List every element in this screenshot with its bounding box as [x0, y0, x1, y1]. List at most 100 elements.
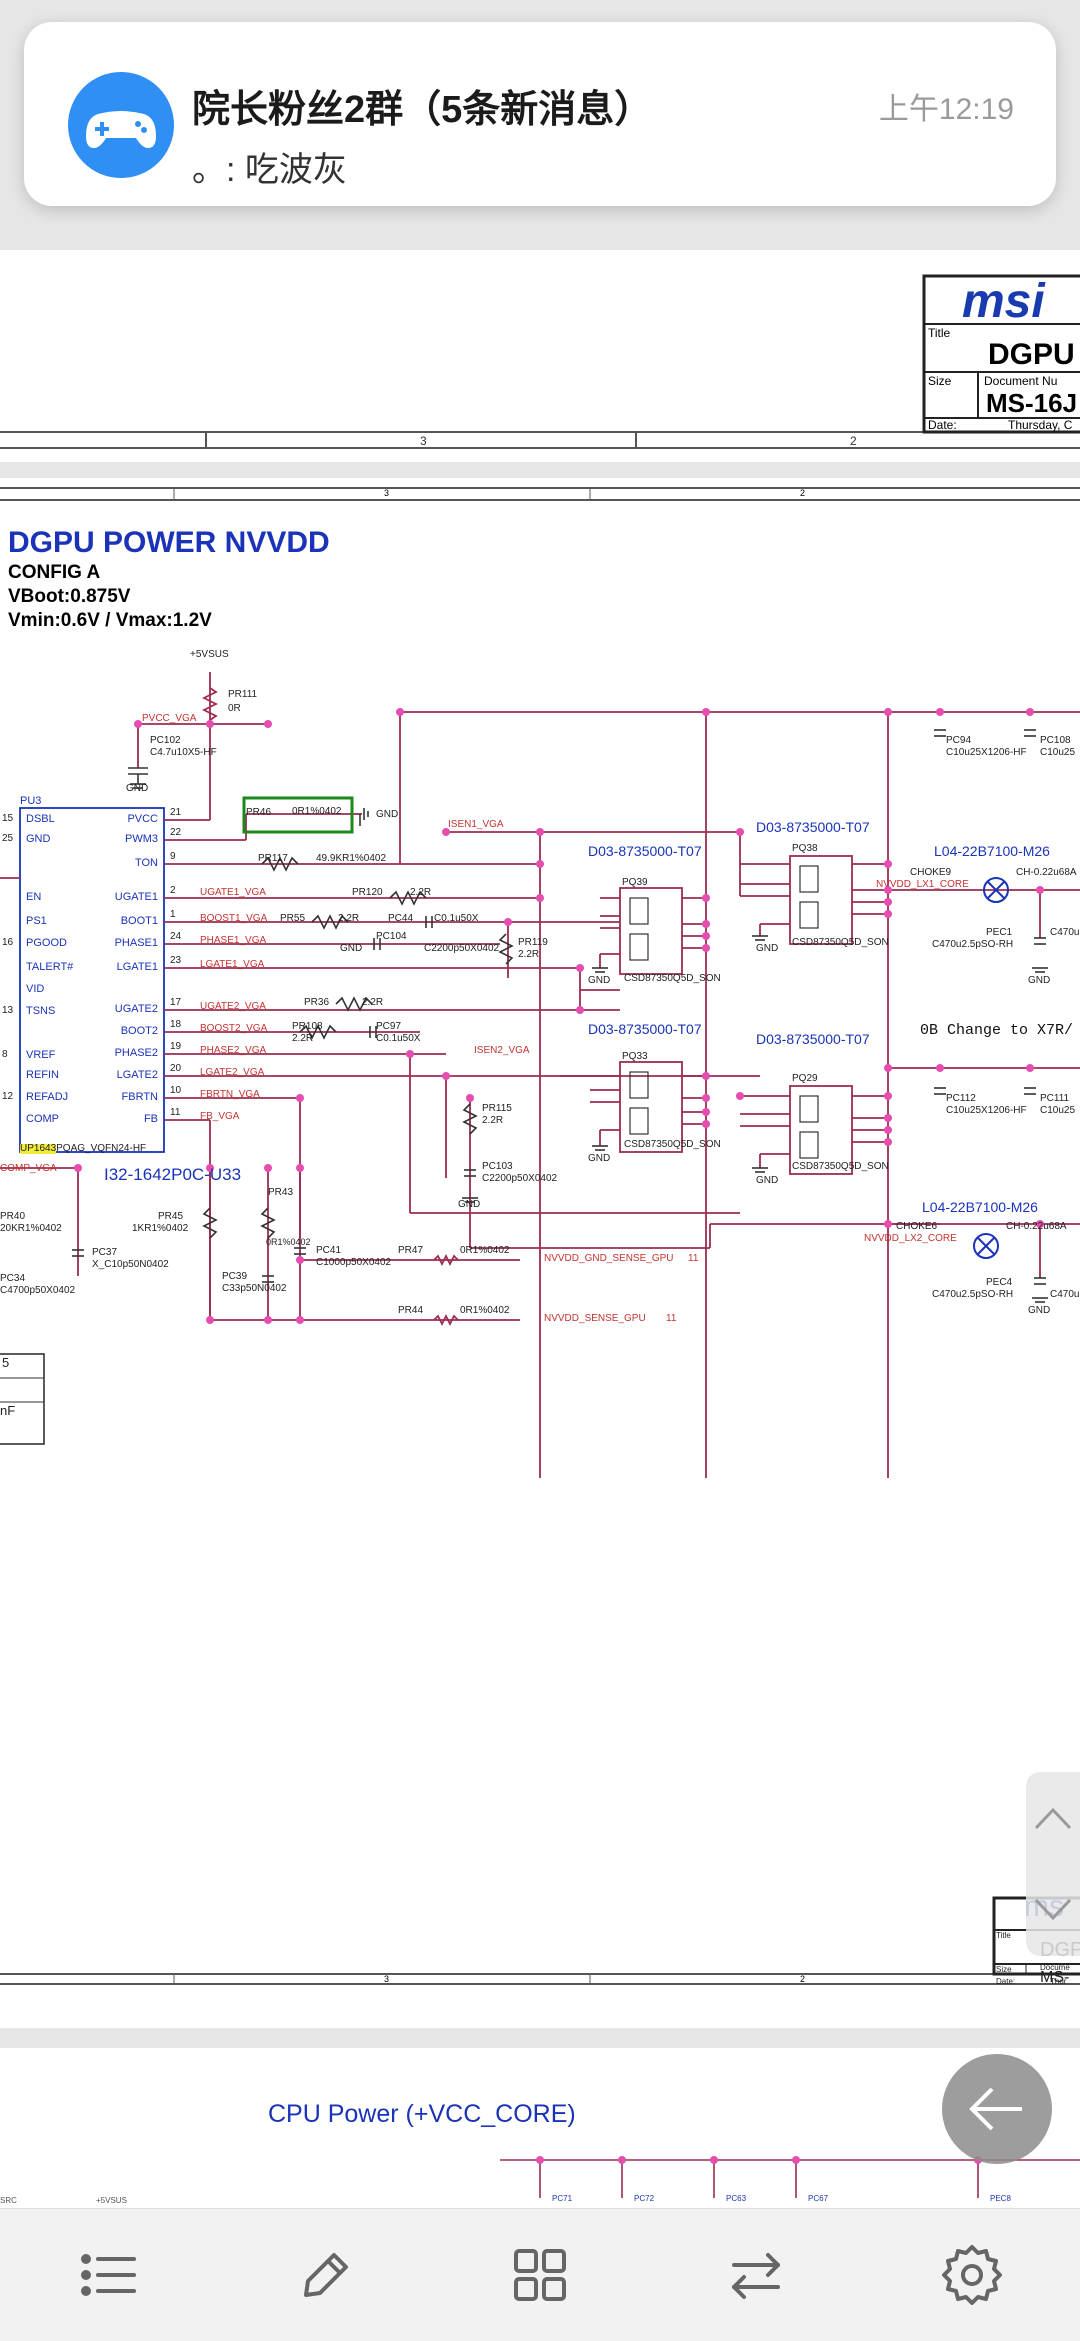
pq39-part: CSD87350Q5D_SON: [624, 973, 721, 984]
title-block-doc-label: Document Nu: [984, 374, 1058, 388]
mosfet-code-4: D03-8735000-T07: [756, 1031, 870, 1047]
message-notification[interactable]: 院长粉丝2群（5条新消息） 。: 吃波灰 上午12:19: [24, 22, 1056, 206]
tb2-title-label: Title: [996, 1931, 1011, 1940]
previous-schematic-page[interactable]: 3 2 msi Title DGPU Size Document Nu MS-1…: [0, 250, 1080, 462]
junction-dot: [504, 918, 512, 926]
pec4-ref: PEC4: [986, 1277, 1013, 1288]
pc104-ref: PC104: [376, 931, 407, 942]
pc44-ref: PC44: [388, 913, 414, 924]
ic-left-pin-num: 13: [2, 1005, 14, 1016]
pvcc-vga: PVCC_VGA: [142, 713, 197, 724]
ic-left-pin-num: 12: [2, 1091, 14, 1102]
pr44-ref: PR44: [398, 1305, 424, 1316]
pc97-val: C0.1u50X: [376, 1033, 421, 1044]
previous-page-ruler-3: 3: [420, 434, 427, 448]
ic-right-pin-num: 17: [170, 997, 182, 1008]
pc44-val: C0.1u50X: [434, 913, 479, 924]
pq29-gnd: GND: [756, 1175, 779, 1186]
pr119-ref: PR119: [518, 937, 548, 948]
back-button[interactable]: [942, 2054, 1052, 2164]
schematic-page-dgpu-power[interactable]: DGPU POWER NVVDD CONFIG A VBoot:0.875V V…: [0, 478, 1080, 2028]
junction-dot: [442, 828, 450, 836]
pc104-val: C2200p50X0402: [424, 943, 500, 954]
pr46-val: 0R1%0402: [292, 806, 342, 817]
ugate1-net: UGATE1_VGA: [200, 887, 266, 898]
list-icon: [81, 2254, 136, 2296]
next-schematic-page[interactable]: CPU Power (+VCC_CORE) SRC +5VSUS PC71 PC…: [0, 2048, 1080, 2208]
pq38-part: CSD87350Q5D_SON: [792, 937, 889, 948]
pr117-ref: PR117: [258, 853, 288, 864]
junction-dot: [702, 944, 710, 952]
left-table-row-1: 5: [2, 1355, 10, 1370]
app-icon: [68, 72, 174, 178]
junction-dot: [264, 1316, 272, 1324]
pec4-cut: C470u: [1050, 1289, 1080, 1300]
ic-right-pin-num: 10: [170, 1085, 182, 1096]
junction-dot: [1026, 1064, 1034, 1072]
pc103-ref: PC103: [482, 1161, 513, 1172]
junction-dot: [736, 1092, 744, 1100]
pr117-val: 49.9KR1%0402: [316, 853, 387, 864]
i32-code: I32-1642P0C-U33: [104, 1165, 242, 1184]
junction-dot: [702, 1094, 710, 1102]
pc108-ref: PC108: [1040, 735, 1071, 746]
pq38-gnd: GND: [756, 943, 779, 954]
junction-dot: [536, 828, 544, 836]
tb2-doc-label: Docume: [1040, 1963, 1070, 1972]
annotate-button[interactable]: [288, 2239, 360, 2311]
next-page-label-pc72: PC72: [634, 2194, 655, 2203]
junction-dot: [74, 1164, 82, 1172]
pc41-val: C1000p50X0402: [316, 1257, 392, 1268]
junction-dot: [702, 920, 710, 928]
comp-net: COMP_VGA: [0, 1163, 57, 1174]
title-block-date: Thursday, C: [1008, 418, 1073, 432]
scroll-up-button[interactable]: [1026, 1772, 1080, 1864]
ic-right-pin-pwm3: PWM3: [125, 833, 158, 845]
junction-dot: [296, 1256, 304, 1264]
ic-right-pin-num: 21: [170, 807, 182, 818]
next-page-drawing: [500, 2156, 1080, 2198]
pec1-ref: PEC1: [986, 927, 1013, 938]
junction-dot: [884, 910, 892, 918]
tb2-date-label: Date:: [996, 1977, 1016, 1986]
pr47-ref: PR47: [398, 1245, 424, 1256]
ic-right-pin-num: 9: [170, 851, 176, 862]
phase1-net: PHASE1_VGA: [200, 935, 267, 946]
inductor-code-2: L04-22B7100-M26: [922, 1199, 1038, 1215]
ic-part: UP1643PQAG_VQFN24-HF: [20, 1143, 147, 1154]
pc97-ref: PC97: [376, 1021, 402, 1032]
ruler-bottom-3: 3: [384, 1974, 390, 1984]
pencil-icon: [304, 2253, 348, 2297]
junction-dot: [206, 1164, 214, 1172]
ic-left-pin-refin: REFIN: [26, 1069, 59, 1081]
pr47-val: 0R1%0402: [460, 1245, 510, 1256]
junction-dot: [206, 1316, 214, 1324]
notification-title: 院长粉丝2群（5条新消息）: [192, 89, 653, 131]
junction-dot: [296, 1316, 304, 1324]
pr108-ref: PR108: [292, 1021, 323, 1032]
gamepad-icon: [86, 111, 156, 148]
left-table-row-2: nF: [0, 1403, 16, 1418]
ic-left-pin-num: 25: [2, 833, 14, 844]
scroll-down-button[interactable]: [1026, 1864, 1080, 1956]
pc37-val: X_C10p50N0402: [92, 1259, 169, 1270]
isen2: ISEN2_VGA: [474, 1045, 530, 1056]
pq29-part: CSD87350Q5D_SON: [792, 1161, 889, 1172]
ic-right-pin-num: 24: [170, 931, 182, 942]
junction-dot: [884, 860, 892, 868]
title-block-title: DGPU: [988, 338, 1075, 371]
junction-dot: [884, 1220, 892, 1228]
page-turn-button[interactable]: [720, 2239, 792, 2311]
pr45-ref: PR45: [158, 1211, 184, 1222]
gear-icon: [942, 2245, 1002, 2305]
pc39-val: C33p50N0402: [222, 1283, 287, 1294]
outline-button[interactable]: [72, 2239, 144, 2311]
pc102-gnd: GND: [126, 783, 149, 794]
settings-button[interactable]: [936, 2239, 1008, 2311]
tb2-doc-number: MS-: [1040, 1969, 1070, 1986]
thumbnails-button[interactable]: [504, 2239, 576, 2311]
pq38-ref: PQ38: [792, 843, 818, 854]
gnd-sense-page: 11: [688, 1253, 699, 1264]
junction-dot: [1026, 708, 1034, 716]
junction-dot: [206, 720, 214, 728]
